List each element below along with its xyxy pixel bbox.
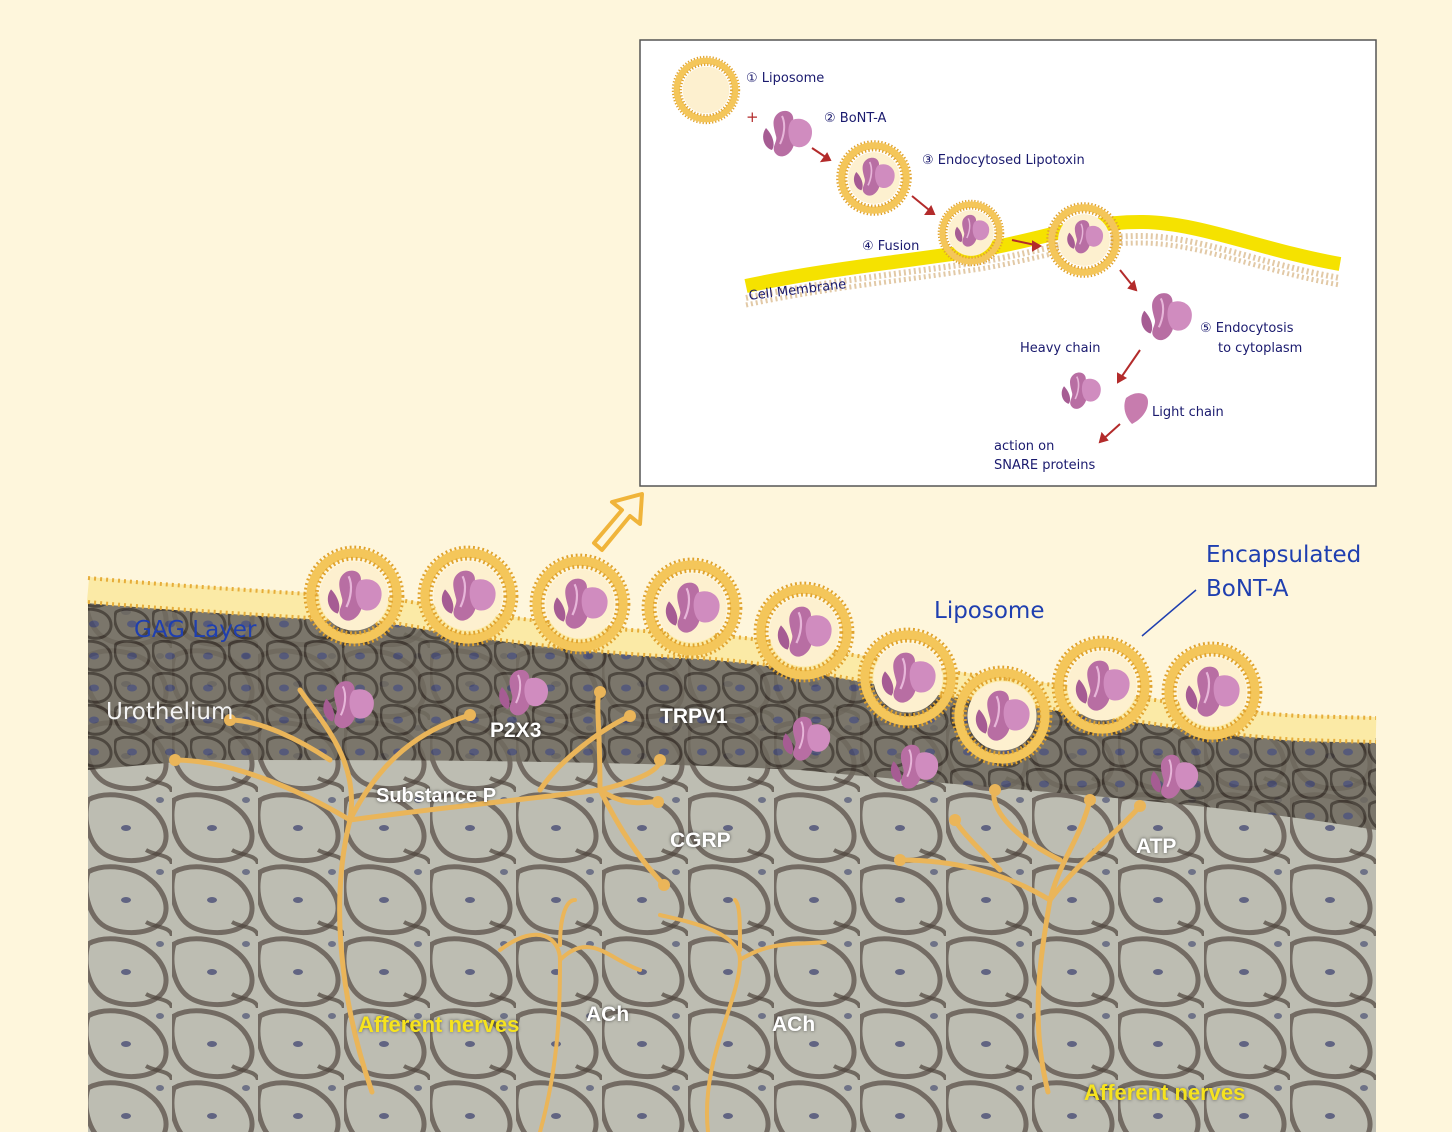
inset-action-label-1: action on	[994, 440, 1054, 453]
encapsulated-label-1: Encapsulated	[1206, 544, 1361, 567]
urothelium-label: Urothelium	[106, 701, 233, 724]
inset-heavy-chain-label: Heavy chain	[1020, 342, 1100, 355]
inset-fusion-label: ④ Fusion	[862, 240, 919, 253]
gag-layer-label: GAG Layer	[134, 619, 256, 642]
substance-p-label: Substance P	[376, 786, 496, 806]
encapsulated-pointer	[1142, 590, 1196, 636]
inset-endocytosis-label-2: to cytoplasm	[1218, 342, 1302, 355]
inset-light-chain-label: Light chain	[1152, 406, 1224, 419]
inset-liposome-label: ① Liposome	[746, 72, 824, 85]
inset-endocytosed-label: ③ Endocytosed Lipotoxin	[922, 154, 1085, 167]
liposome-label: Liposome	[934, 600, 1045, 623]
zoom-arrow	[594, 494, 642, 550]
p2x3-label: P2X3	[490, 720, 541, 741]
encapsulated-label-2: BoNT-A	[1206, 578, 1289, 601]
afferent-nerves-right-label: Afferent nerves	[1084, 1082, 1245, 1104]
atp-label: ATP	[1136, 836, 1176, 857]
cgrp-label: CGRP	[670, 830, 731, 851]
inset-action-label-2: SNARE proteins	[994, 459, 1095, 472]
inset-bont-a-label: ② BoNT-A	[824, 112, 886, 125]
inset-plus-sign: +	[746, 110, 759, 125]
ach-left-label: ACh	[586, 1004, 629, 1025]
afferent-nerves-left-label: Afferent nerves	[358, 1014, 519, 1036]
inset-endocytosis-label-1: ⑤ Endocytosis	[1200, 322, 1294, 335]
ach-right-label: ACh	[772, 1014, 815, 1035]
trpv1-label: TRPV1	[660, 706, 728, 727]
